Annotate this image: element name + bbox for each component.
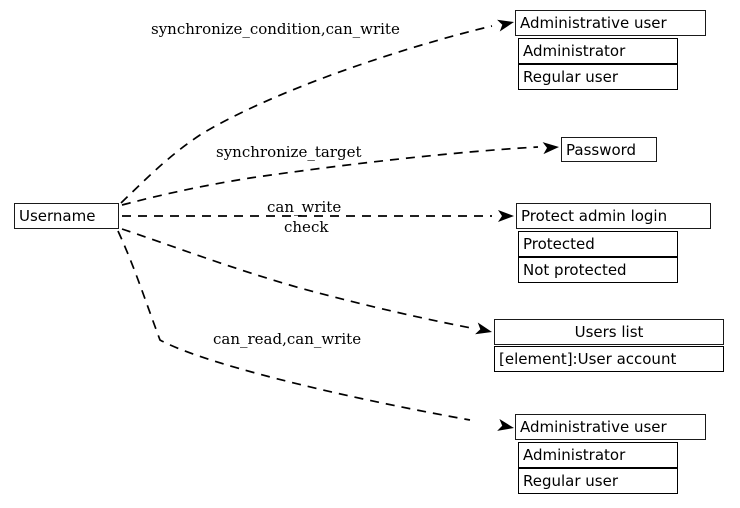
node-item-row: Administrator [518, 442, 678, 468]
node-header-row: Password [561, 137, 657, 162]
node-header-row: Administrative user [515, 10, 706, 36]
node-item-row: Regular user [518, 64, 678, 90]
node-item-row: [element]:User account [494, 346, 724, 372]
node-header-row: Protect admin login [516, 203, 711, 229]
edge-can-read-can-write-label: can_read,can_write [213, 330, 362, 348]
edge-can-write-check-label: check [284, 218, 329, 236]
node-item-row: Protected [518, 231, 678, 257]
edge-synchronize-condition-label: synchronize_condition,can_write [151, 20, 400, 38]
edge-synchronize-condition [120, 25, 493, 204]
node-item-row: Not protected [518, 257, 678, 283]
node-header-row: Users list [494, 319, 724, 345]
edge-can-write-check-arrowhead [498, 210, 514, 222]
edge-synchronize-target-label: synchronize_target [216, 143, 362, 161]
edge-synchronize-condition-arrowhead [497, 19, 514, 32]
node-item-row: Administrator [518, 38, 678, 64]
edge-can-read-can-write-arrowhead [497, 419, 514, 431]
edge-users-list [121, 228, 472, 329]
node-item-row: Regular user [518, 468, 678, 494]
edge-can-write-check-label: can_write [267, 198, 342, 216]
edge-users-list-arrowhead [475, 322, 492, 335]
edge-can-read-can-write [117, 230, 471, 421]
edge-synchronize-target-arrowhead [542, 142, 559, 155]
node-username-label: Username [14, 203, 119, 229]
node-header-row: Administrative user [515, 414, 706, 440]
